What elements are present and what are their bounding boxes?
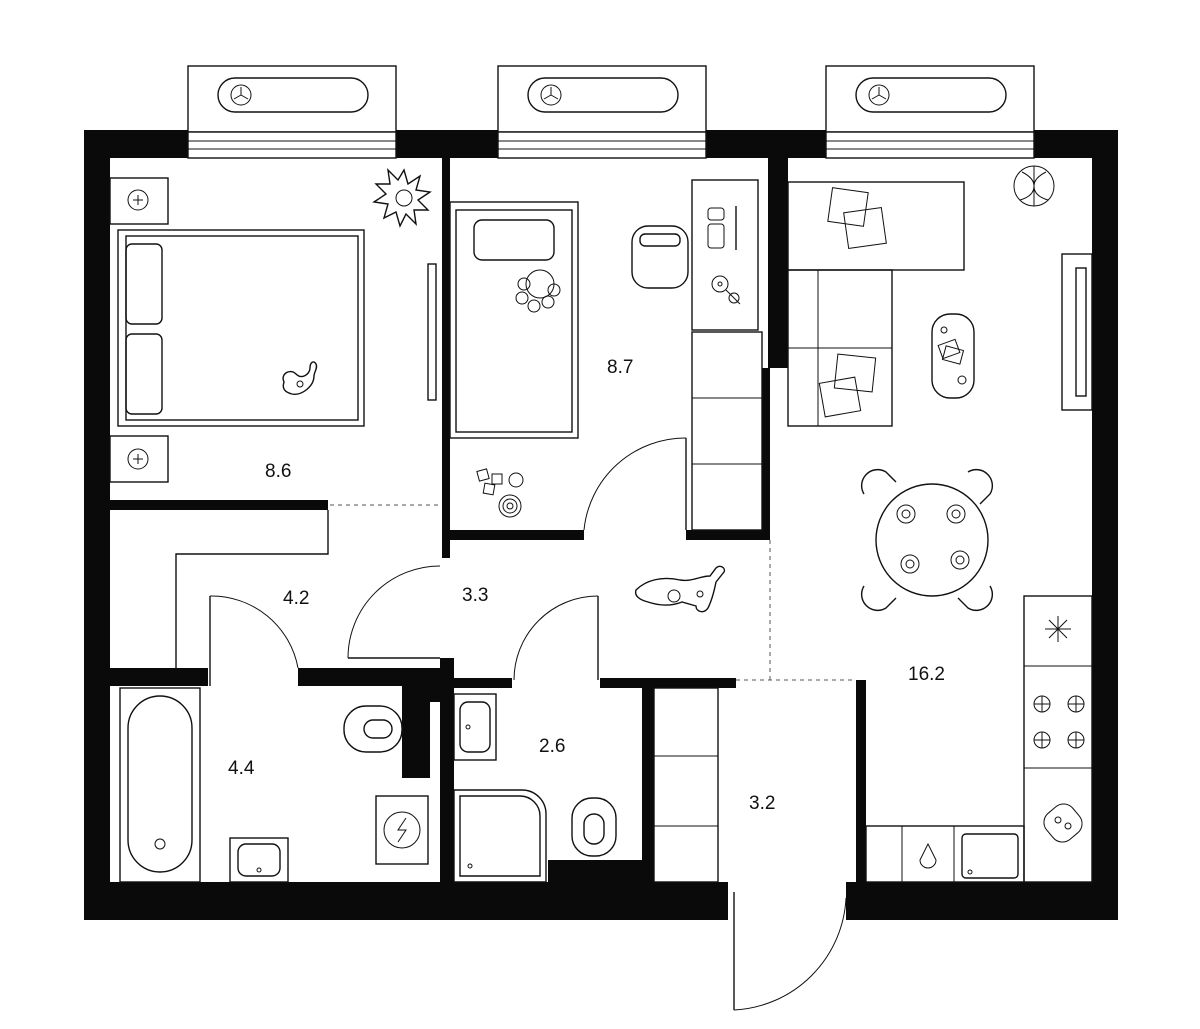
bed-icon: [449, 201, 579, 439]
room-area-shower-room: 2.6: [539, 736, 565, 757]
tv-panel: [1061, 253, 1093, 411]
room-area-entrance: 3.2: [749, 793, 775, 814]
room-area-bathroom: 4.4: [228, 758, 255, 779]
chair-icon: [631, 225, 689, 289]
dining-table-icon: [860, 468, 994, 612]
door-swing: [513, 595, 599, 681]
sink-icon: [229, 837, 289, 883]
bed-icon: [117, 229, 365, 427]
coffee-table: [931, 313, 975, 399]
ac-unit-middle: [497, 65, 707, 133]
entrance: 3.2: [653, 687, 847, 1011]
kitchen-sink-icon: [961, 833, 1019, 879]
desk-icon: [691, 179, 759, 331]
faucet-icon: [919, 842, 937, 869]
snowflake-icon: [1045, 616, 1071, 642]
nightstand-bottom: [109, 435, 169, 483]
shower-room: 2.6: [453, 693, 617, 883]
washing-machine-icon: [375, 795, 429, 865]
room-area-kids-room: 8.7: [607, 357, 633, 378]
bathroom: 4.4: [119, 687, 429, 883]
fruit-bowl-icon: [1043, 803, 1083, 843]
shower-icon: [453, 789, 547, 883]
room-area-living-kitchen: 16.2: [908, 664, 945, 685]
plant-icon: [1013, 165, 1055, 207]
nightstand-top: [109, 177, 169, 225]
toy-icon: [515, 269, 561, 313]
wardrobe: [691, 331, 763, 531]
room-area-hall: 3.3: [462, 585, 488, 606]
entrance-door-swing: [733, 892, 847, 1011]
bedroom: 8.6: [109, 168, 437, 483]
corridor: 4.2: [175, 510, 329, 686]
stove-icon: [1033, 695, 1085, 749]
door-swing: [209, 595, 299, 686]
room-area-corridor: 4.2: [283, 588, 309, 609]
tv-panel: [427, 263, 437, 401]
kitchen-counter: [865, 595, 1093, 883]
toilet-icon: [571, 797, 617, 857]
ac-unit-right: [825, 65, 1035, 133]
living-kitchen: 16.2: [787, 165, 1093, 883]
kids-room: 8.7: [449, 179, 763, 531]
door-swing: [347, 565, 441, 659]
sofa-icon: [787, 181, 965, 427]
ac-unit-left: [187, 65, 397, 133]
ac-fan-icon: [868, 84, 890, 106]
bathtub-icon: [119, 687, 201, 883]
ac-fan-icon: [230, 84, 252, 106]
windows: [187, 131, 1035, 159]
cat-icon: [282, 361, 318, 395]
sink-icon: [453, 693, 497, 761]
hall: 3.3: [347, 565, 726, 681]
outer-walls: [84, 130, 1118, 920]
door-swing: [583, 437, 687, 531]
toy-blocks-icon: [476, 468, 524, 518]
room-area-bedroom: 8.6: [265, 461, 291, 482]
dog-icon: [634, 565, 726, 613]
interior-walls: [110, 158, 866, 892]
wardrobe: [653, 687, 719, 883]
toilet-icon: [343, 705, 403, 753]
ac-fan-icon: [540, 84, 562, 106]
plant-icon: [372, 168, 432, 228]
